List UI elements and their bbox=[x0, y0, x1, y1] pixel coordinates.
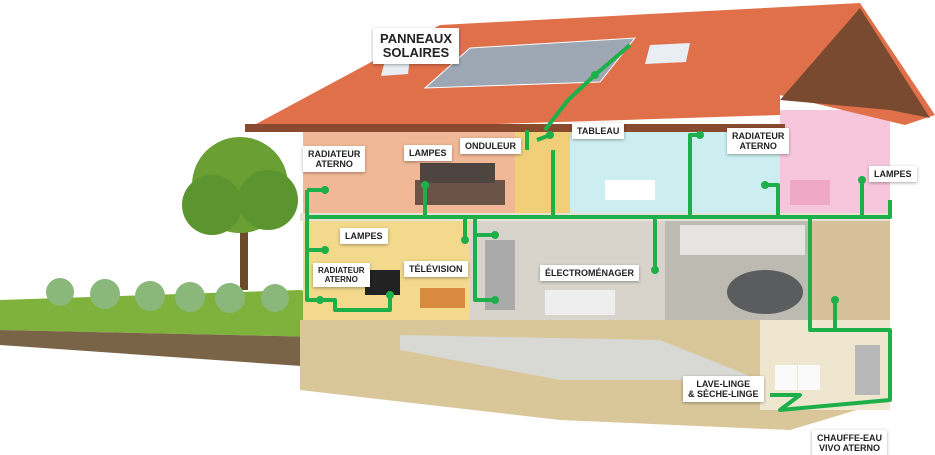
label-line: PANNEAUX bbox=[380, 31, 452, 46]
label-line: & SÈCHE-LINGE bbox=[688, 389, 759, 399]
label-tableau: TABLEAU bbox=[572, 123, 625, 139]
label-lampes-bedroom: LAMPES bbox=[404, 145, 452, 161]
label-appliances: ÉLECTROMÉNAGER bbox=[540, 265, 640, 281]
label-onduleur: ONDULEUR bbox=[460, 138, 521, 154]
label-line: LAVE-LINGE bbox=[696, 379, 751, 389]
label-line: RADIATEUR bbox=[308, 149, 361, 159]
bushes bbox=[46, 278, 289, 313]
tree-trunk bbox=[240, 200, 248, 290]
label-line: ATERNO bbox=[324, 275, 358, 284]
label-television: TÉLÉVISION bbox=[404, 261, 468, 277]
label-lampes-living: LAMPES bbox=[340, 228, 388, 244]
label-line: RADIATEUR bbox=[732, 131, 785, 141]
label-line: ATERNO bbox=[315, 159, 353, 169]
wiring bbox=[305, 43, 892, 412]
stone-wall bbox=[810, 221, 890, 320]
inverter-room bbox=[515, 130, 570, 215]
label-line: CHAUFFE-EAU bbox=[817, 433, 882, 443]
label-line: VIVO ATERNO bbox=[818, 443, 880, 453]
label-laundry: LAVE-LINGE& SÈCHE-LINGE bbox=[683, 376, 764, 402]
label-line: SOLAIRES bbox=[382, 45, 450, 60]
label-lampes-kidsroom: LAMPES bbox=[869, 166, 917, 182]
solar-panels bbox=[423, 37, 637, 89]
label-line: ATERNO bbox=[739, 141, 777, 151]
label-line: RADIATEUR bbox=[318, 266, 365, 275]
